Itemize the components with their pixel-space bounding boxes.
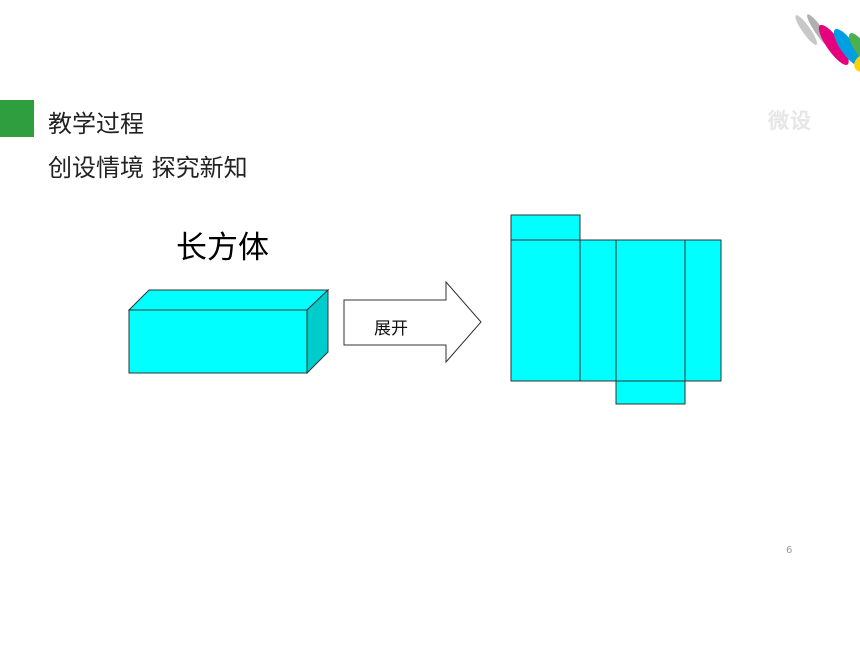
net-top-flap (510, 214, 581, 241)
shape-label: 长方体 (176, 230, 269, 266)
net-face-2 (579, 239, 617, 382)
unfold-arrow (343, 280, 482, 364)
net-face-1 (510, 239, 581, 382)
cuboid-top-face (127, 289, 330, 311)
page-number: 6 (786, 545, 793, 556)
cuboid-front-face (128, 309, 308, 374)
slide-subtitle: 创设情境 探究新知 (48, 154, 248, 182)
net-face-3 (615, 239, 686, 382)
section-marker (0, 100, 34, 137)
cuboid-net (510, 214, 722, 405)
cuboid (127, 288, 330, 375)
brush-stroke-logo-icon (795, 14, 860, 72)
net-face-4 (684, 239, 722, 382)
logo-text: 微设 (768, 109, 812, 133)
net-bottom-flap (615, 380, 686, 405)
section-title: 教学过程 (48, 110, 144, 138)
arrow-label: 展开 (374, 319, 408, 339)
